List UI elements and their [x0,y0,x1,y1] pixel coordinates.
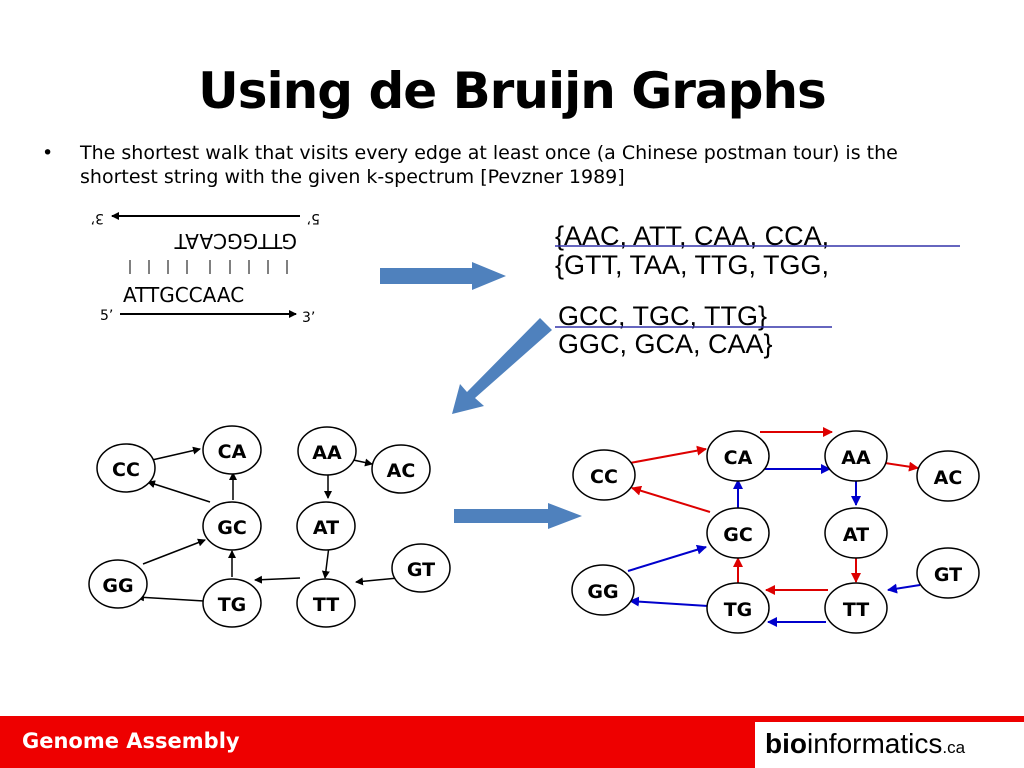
left-node-CA: CA [202,425,262,475]
svg-text:GC: GC [217,517,247,539]
brand-logo-box: bioinformatics.ca [755,722,1024,768]
top-right-end-label: 5’ [307,210,320,226]
svg-text:CA: CA [724,447,753,469]
svg-text:TT: TT [843,599,869,621]
right-node-GG: GG [571,564,635,616]
svg-text:AT: AT [313,517,339,539]
footer-bar: Genome Assembly bioinformatics.ca [0,716,1024,768]
slide-title: Using de Bruijn Graphs [198,62,827,120]
right-node-TT: TT [824,582,888,634]
top-left-end-label: 3’ [91,210,104,226]
svg-text:GG: GG [102,575,133,597]
bullet-text: The shortest walk that visits every edge… [80,142,898,188]
left-node-GT: GT [391,543,451,593]
k-spectrum: {AAC, ATT, CAA, CCA, {GTT, TAA, TTG, TGG… [555,221,960,359]
left-node-TG: TG [202,578,262,628]
bottom-strand-sequence: ATTGCCAAC [123,283,244,307]
svg-text:TG: TG [724,599,753,621]
bullet-marker: • [42,142,54,164]
svg-text:CA: CA [218,441,247,463]
svg-text:GT: GT [407,559,435,581]
base-pair-ticks [129,260,288,274]
diagram-canvas: 3’ 5’ GTTGGCAAT ATTGCCAAC 5’ 3’ {AAC, AT… [88,210,980,634]
dna-double-strand: 3’ 5’ GTTGGCAAT ATTGCCAAC 5’ 3’ [91,210,320,326]
right-node-AT: AT [824,507,888,559]
diagonal-arrow-spectrum-to-graph [452,318,552,414]
right-node-AC: AC [916,450,980,502]
de-bruijn-graph-right: CA AA CC AC GC AT GT GG [571,427,980,634]
svg-text:GG: GG [587,581,618,603]
left-node-AC: AC [371,444,431,494]
svg-text:AA: AA [312,442,342,464]
brand-logo: bioinformatics.ca [765,728,965,760]
top-strand-sequence: GTTGGCAAT [174,229,297,253]
right-node-GC: GC [706,507,770,559]
right-graph-edges [627,427,921,627]
svg-text:AT: AT [843,524,869,546]
svg-text:GC: GC [723,524,753,546]
spectrum-line-4: GGC, GCA, CAA} [558,329,773,359]
svg-text:AC: AC [387,460,416,482]
svg-text:TG: TG [218,594,247,616]
left-node-GC: GC [202,501,262,551]
svg-text:CC: CC [112,459,140,481]
svg-text:CC: CC [590,466,618,488]
svg-text:TT: TT [313,594,339,616]
right-node-TG: TG [706,582,770,634]
right-node-CA: CA [706,430,770,482]
right-node-GT: GT [916,547,980,599]
left-node-CC: CC [96,443,156,493]
footer-course-title: Genome Assembly [22,729,240,753]
de-bruijn-graph-left: CA AA CC AC GC AT GT GG [88,425,451,628]
brand-rest: informatics [807,728,943,759]
right-node-CC: CC [572,449,636,501]
svg-text:AA: AA [841,447,871,469]
brand-tld: .ca [942,738,966,757]
spectrum-line-3: GCC, TGC, TTG} [558,301,767,331]
spectrum-line-2: {GTT, TAA, TTG, TGG, [555,250,829,280]
left-node-AT: AT [296,501,356,551]
svg-text:AC: AC [934,467,963,489]
bottom-left-end-label: 5’ [100,308,113,324]
left-node-GG: GG [88,559,148,609]
left-node-AA: AA [297,426,357,476]
bottom-right-end-label: 3’ [302,310,315,326]
left-node-TT: TT [296,578,356,628]
svg-text:GT: GT [934,564,962,586]
left-graph-edges [136,446,399,602]
right-node-AA: AA [824,430,888,482]
right-arrow-dna-to-spectrum [380,262,506,290]
brand-bold: bio [765,728,807,759]
right-arrow-graph-to-tour [454,503,582,529]
